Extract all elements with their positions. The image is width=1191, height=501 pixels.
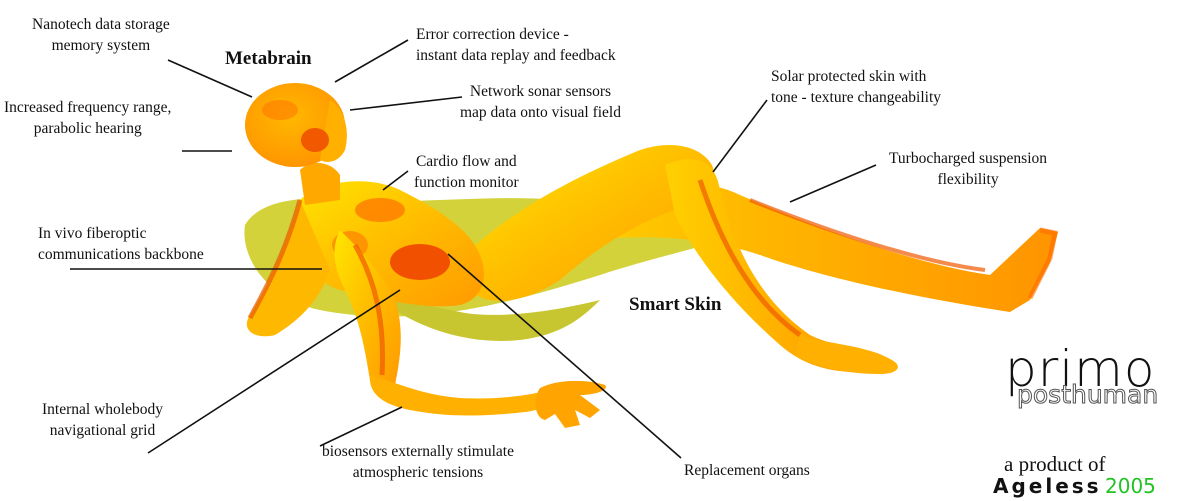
label-nanotech: Nanotech data storage memory system <box>32 14 170 56</box>
label-suspension-line2: flexibility <box>889 169 1047 190</box>
label-suspension: Turbocharged suspension flexibility <box>889 148 1047 190</box>
label-solar-skin-line1: Solar protected skin with <box>771 66 941 87</box>
label-biosensors-line2: atmospheric tensions <box>322 462 514 483</box>
label-nav-grid: Internal wholebody navigational grid <box>42 399 163 441</box>
label-nanotech-line2: memory system <box>32 35 170 56</box>
label-nav-grid-line1: Internal wholebody <box>42 399 163 420</box>
label-fiberoptic-line2: communications backbone <box>38 244 204 265</box>
brand-subtitle: posthuman <box>1017 380 1158 409</box>
label-cardio: Cardio flow and function monitor <box>414 151 519 193</box>
label-biosensors-line1: biosensors externally stimulate <box>322 441 514 462</box>
label-metabrain: Metabrain <box>225 48 312 70</box>
label-error-correction: Error correction device - instant data r… <box>416 24 616 66</box>
leader-network-sonar <box>350 97 462 110</box>
label-solar-skin-line2: tone - texture changeability <box>771 87 941 108</box>
label-smart-skin: Smart Skin <box>629 294 721 316</box>
leader-cardio <box>383 171 408 190</box>
label-hearing-line2: parabolic hearing <box>4 118 171 139</box>
label-network-sonar-line2: map data onto visual field <box>460 102 621 123</box>
label-cardio-line2: function monitor <box>414 172 519 193</box>
leader-error-correction <box>335 40 408 82</box>
label-fiberoptic: In vivo fiberoptic communications backbo… <box>38 223 204 265</box>
brand-year: 2005 <box>1105 474 1156 498</box>
label-solar-skin: Solar protected skin with tone - texture… <box>771 66 941 108</box>
label-biosensors: biosensors externally stimulate atmosphe… <box>322 441 514 483</box>
label-network-sonar: Network sonar sensors map data onto visu… <box>460 81 621 123</box>
label-error-correction-line2: instant data replay and feedback <box>416 45 616 66</box>
label-network-sonar-line1: Network sonar sensors <box>460 81 621 102</box>
label-cardio-line1: Cardio flow and <box>414 151 519 172</box>
label-error-correction-line1: Error correction device - <box>416 24 616 45</box>
brand-company: Ageless <box>993 474 1102 498</box>
leader-solar-skin <box>713 100 767 172</box>
label-fiberoptic-line1: In vivo fiberoptic <box>38 223 204 244</box>
label-hearing-line1: Increased frequency range, <box>4 97 171 118</box>
label-organs: Replacement organs <box>684 460 810 481</box>
leader-suspension <box>790 165 876 202</box>
label-hearing: Increased frequency range, parabolic hea… <box>4 97 171 139</box>
label-nanotech-line1: Nanotech data storage <box>32 14 170 35</box>
label-suspension-line1: Turbocharged suspension <box>889 148 1047 169</box>
label-nav-grid-line2: navigational grid <box>42 420 163 441</box>
